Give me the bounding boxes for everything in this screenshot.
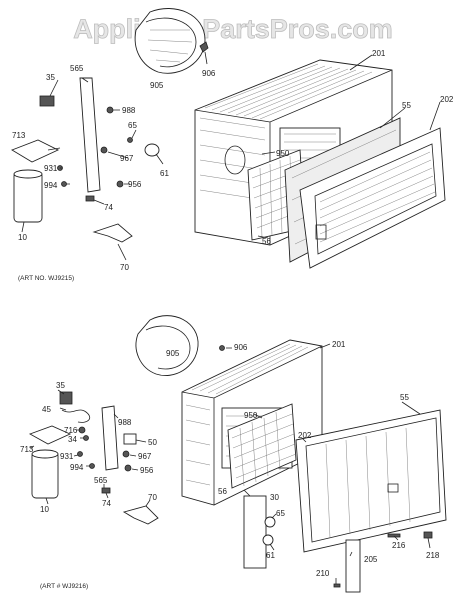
lower-label-56: 56 (218, 487, 227, 496)
lower-label-55: 55 (400, 393, 409, 402)
lower-diagram: 905 906 201 55 35 988 45 950 716 34 713 … (20, 315, 447, 593)
lower-label-50: 50 (148, 438, 157, 447)
lower-screw-994[interactable] (89, 463, 95, 469)
lower-thermostat-50[interactable] (123, 433, 137, 445)
lower-label-35: 35 (56, 381, 65, 390)
lower-harness-70[interactable] (122, 505, 159, 525)
upper-label-565: 565 (70, 64, 84, 73)
upper-label-931: 931 (44, 164, 58, 173)
upper-label-950: 950 (276, 149, 290, 158)
lower-filter-56[interactable] (227, 403, 297, 489)
watermark-text: AppliancePartsPros.com (73, 14, 393, 44)
lower-label-205: 205 (364, 555, 378, 564)
lower-screw-956[interactable] (124, 464, 132, 472)
upper-label-905: 905 (150, 81, 164, 90)
upper-screw-994[interactable] (61, 181, 67, 187)
upper-label-55: 55 (402, 101, 411, 110)
lower-label-10: 10 (40, 505, 49, 514)
lower-label-216: 216 (392, 541, 406, 550)
upper-label-56: 56 (262, 237, 271, 246)
upper-fan-shroud-905[interactable] (134, 8, 206, 74)
lower-label-988: 988 (118, 418, 132, 427)
upper-diagram: 905 906 201 55 202 35 565 988 65 713 967… (10, 8, 454, 282)
upper-capacitor-bracket-713[interactable] (10, 139, 60, 163)
lower-front-panel-55[interactable] (295, 409, 447, 553)
upper-screw-967[interactable] (100, 146, 108, 154)
upper-clip-906[interactable] (199, 41, 209, 53)
upper-label-65: 65 (128, 121, 137, 130)
lower-clip-906[interactable] (219, 345, 225, 351)
upper-harness-70[interactable] (92, 223, 133, 243)
upper-label-70: 70 (120, 263, 129, 272)
upper-label-74: 74 (104, 203, 113, 212)
lower-strip-216[interactable] (387, 533, 401, 538)
lower-switch-35[interactable] (59, 391, 73, 405)
upper-label-988: 988 (122, 106, 136, 115)
upper-knob-61[interactable] (144, 143, 160, 157)
upper-bracket-565[interactable] (79, 77, 101, 193)
upper-capacitor-10[interactable] (13, 169, 43, 223)
lower-knob-65[interactable] (264, 516, 276, 528)
lower-label-65: 65 (276, 509, 285, 518)
lower-control-panel-30[interactable] (243, 495, 267, 569)
upper-screw-65[interactable] (127, 137, 133, 143)
lower-label-713: 713 (20, 445, 34, 454)
lower-label-950: 950 (244, 411, 258, 420)
lower-knob-61[interactable] (262, 534, 274, 546)
upper-label-61: 61 (160, 169, 169, 178)
upper-label-10: 10 (18, 233, 27, 242)
upper-screw-956[interactable] (116, 180, 124, 188)
lower-nut-931[interactable] (77, 451, 83, 457)
upper-label-202: 202 (440, 95, 454, 104)
lower-clip-218[interactable] (423, 531, 433, 539)
lower-label-994: 994 (70, 463, 84, 472)
upper-screw-988[interactable] (106, 106, 114, 114)
lower-label-202: 202 (298, 431, 312, 440)
upper-spacer-74[interactable] (85, 195, 95, 202)
lower-bracket-988[interactable] (101, 405, 119, 471)
upper-label-35: 35 (46, 73, 55, 82)
upper-art-number: (ART NO. WJ9215) (18, 275, 74, 282)
lower-label-906: 906 (234, 343, 248, 352)
lower-label-956: 956 (140, 466, 154, 475)
upper-switch-35[interactable] (39, 95, 55, 107)
lower-harness-45[interactable] (61, 409, 91, 423)
lower-label-30: 30 (270, 493, 279, 502)
upper-label-956: 956 (128, 180, 142, 189)
upper-label-906: 906 (202, 69, 216, 78)
lower-label-967: 967 (138, 452, 152, 461)
lower-label-565: 565 (94, 476, 108, 485)
lower-label-61: 61 (266, 551, 275, 560)
lower-screw-967[interactable] (122, 450, 130, 458)
lower-spacer-74[interactable] (101, 487, 111, 494)
lower-label-70: 70 (148, 493, 157, 502)
upper-label-967: 967 (120, 154, 134, 163)
upper-label-994: 994 (44, 181, 58, 190)
lower-label-201: 201 (332, 340, 346, 349)
lower-label-34: 34 (68, 435, 77, 444)
upper-front-grille-202[interactable] (299, 127, 446, 269)
lower-label-210: 210 (316, 569, 330, 578)
lower-art-number: (ART # WJ9216) (40, 583, 88, 590)
lower-label-931: 931 (60, 452, 74, 461)
lower-label-218: 218 (426, 551, 440, 560)
upper-label-713: 713 (12, 131, 26, 140)
lower-fan-shroud-905[interactable] (135, 315, 199, 376)
lower-label-716: 716 (64, 426, 78, 435)
upper-label-201: 201 (372, 49, 386, 58)
lower-label-74: 74 (102, 499, 111, 508)
lower-label-45: 45 (42, 405, 51, 414)
lower-part-34[interactable] (83, 435, 89, 441)
lower-door-205[interactable] (345, 539, 361, 593)
lower-capacitor-bracket-713[interactable] (28, 425, 72, 445)
lower-capacitor-10[interactable] (31, 449, 59, 499)
lower-label-905: 905 (166, 349, 180, 358)
lower-screw-210[interactable] (333, 583, 341, 588)
